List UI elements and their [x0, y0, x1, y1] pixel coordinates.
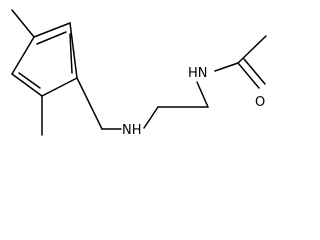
acetyl-methyl-bond: [237, 35, 267, 64]
n-ch2-bond: [143, 106, 159, 129]
amide-nh-label: HN: [188, 66, 208, 81]
methyl-bond: [11, 9, 35, 38]
ring-bond: [11, 73, 43, 97]
carbonyl-double-bond: [243, 58, 266, 85]
ring-bond: [69, 22, 78, 79]
nh-carbonyl-bond: [214, 62, 239, 72]
chemical-structure: NH HN O: [11, 9, 267, 138]
carbonyl-oxygen-label: O: [255, 95, 265, 110]
ring-double-bond: [18, 72, 41, 89]
ch2-nh-bond: [196, 81, 209, 108]
ring-bond: [41, 77, 78, 97]
carbonyl-double-bond: [237, 62, 260, 89]
ring-bond: [11, 36, 35, 75]
amine-nh-label: NH: [122, 123, 142, 138]
ring-double-bond: [36, 31, 67, 45]
ring-bond: [33, 22, 71, 38]
benzene-ring: [11, 22, 78, 97]
ring-double-bond: [69, 33, 73, 74]
benzyl-bond: [76, 77, 103, 130]
